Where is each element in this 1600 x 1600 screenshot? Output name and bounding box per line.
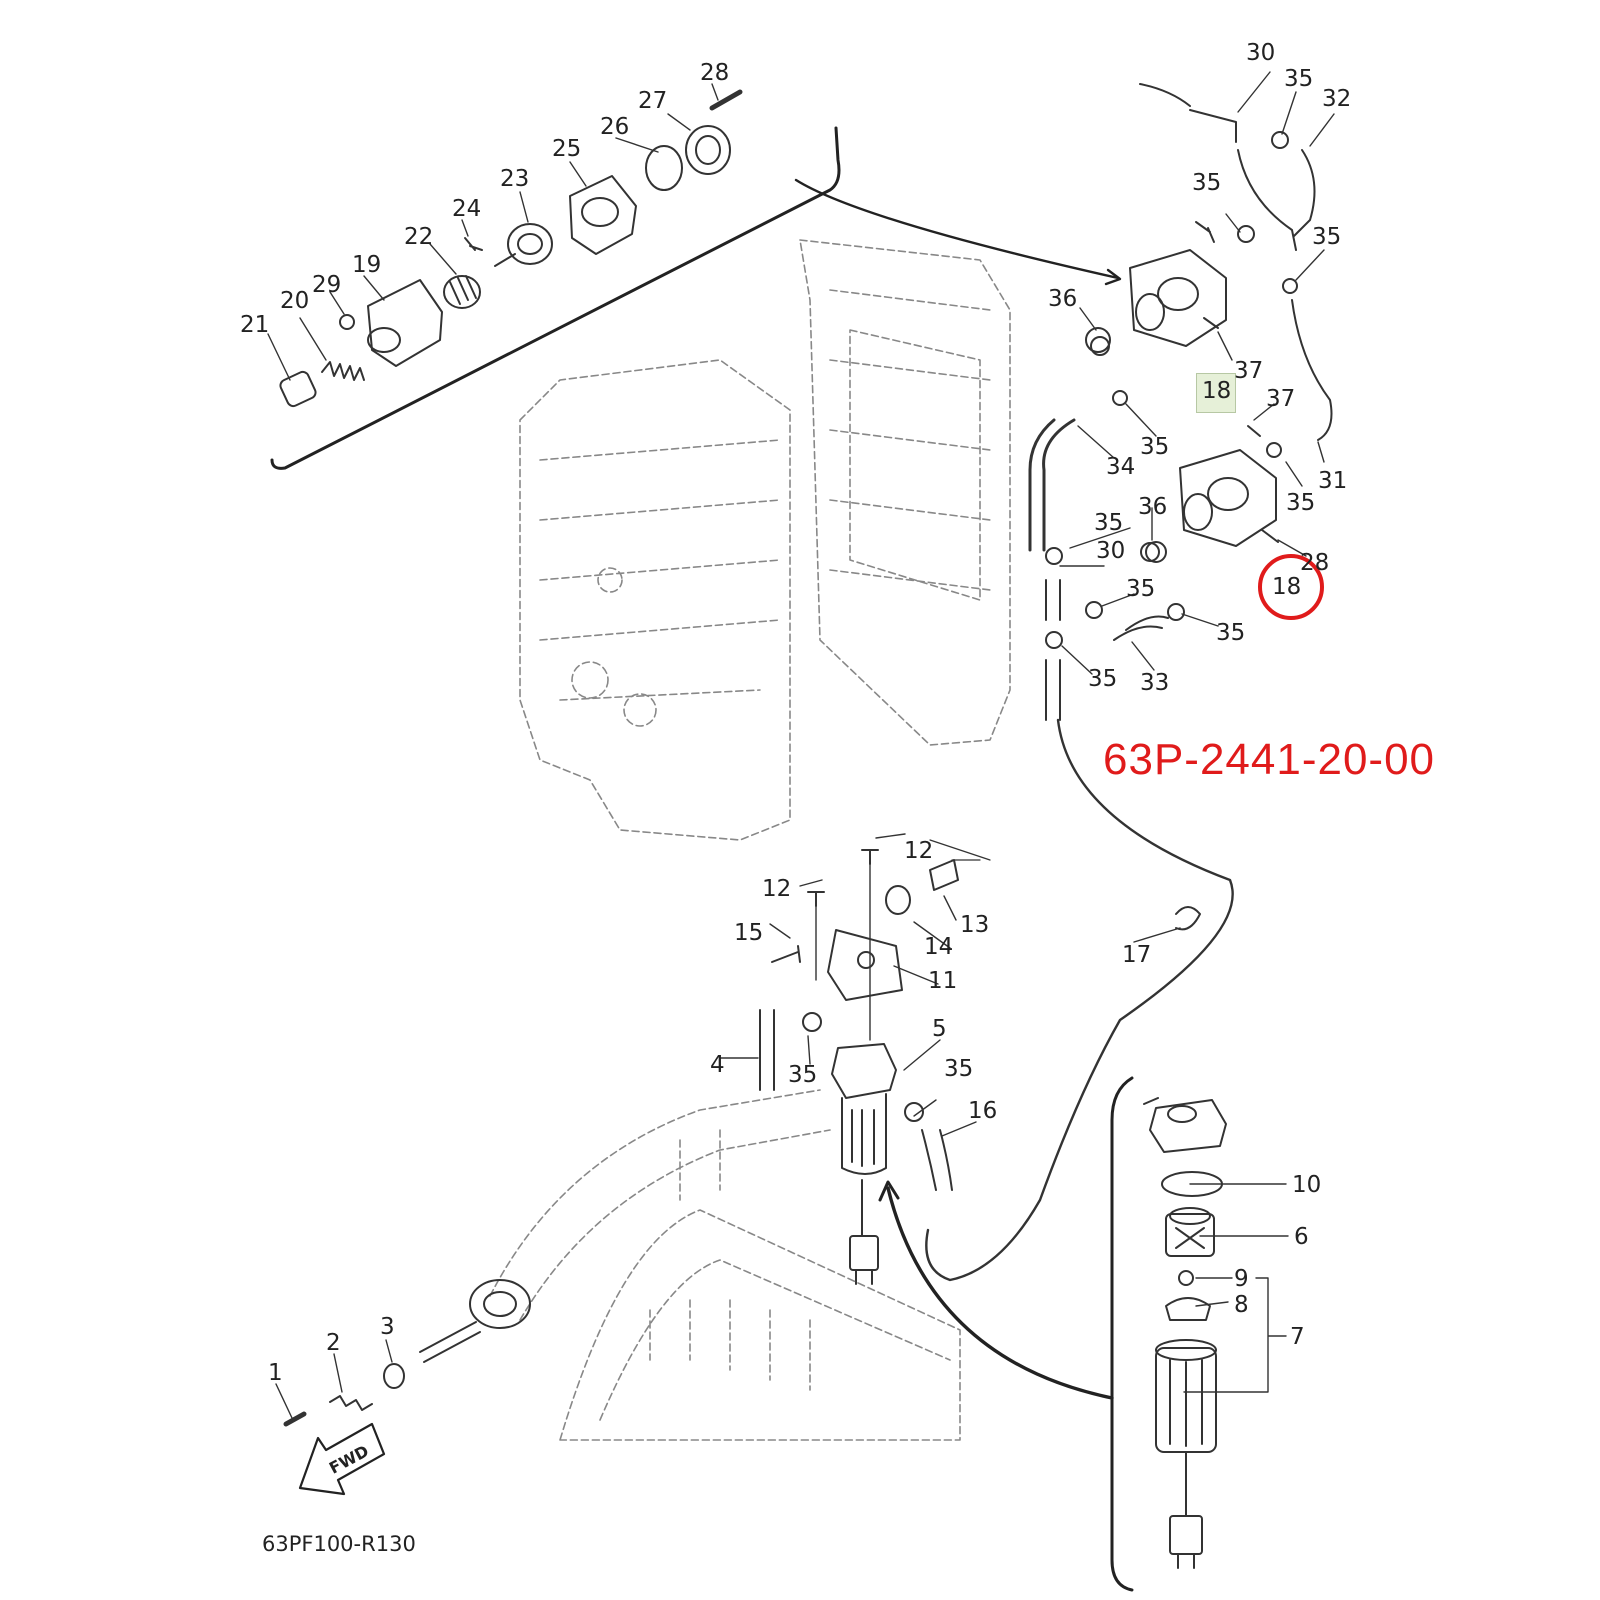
inset-leader-lines (267, 83, 719, 381)
callout-32: 32 (1322, 86, 1352, 112)
detail-pointer-line (886, 1186, 1114, 1400)
callout-16: 16 (968, 1098, 998, 1124)
callout-35: 35 (1140, 434, 1170, 460)
callout-21: 21 (240, 312, 270, 338)
callout-17: 17 (1122, 942, 1152, 968)
callout-26: 26 (600, 114, 630, 140)
filter-mount-parts (771, 839, 991, 1041)
callout-35: 35 (788, 1062, 818, 1088)
leader-lines-bottom-left (275, 1339, 393, 1419)
callout-35: 35 (1284, 66, 1314, 92)
fuel-filter-assembly (831, 1043, 897, 1285)
callout-18-shaded: 18 (1202, 378, 1232, 404)
callout-35: 35 (1216, 620, 1246, 646)
highlight-circle (1258, 554, 1324, 620)
hose-clamps (802, 131, 1298, 1122)
callout-30: 30 (1096, 538, 1126, 564)
callout-14: 14 (924, 934, 954, 960)
fuel-pump-upper (1085, 221, 1227, 353)
callout-24: 24 (452, 196, 482, 222)
callout-6: 6 (1294, 1224, 1309, 1250)
callout-28: 28 (700, 60, 730, 86)
o-rings-36 (1090, 336, 1160, 562)
callout-3: 3 (380, 1314, 395, 1340)
diagram-code-label: 63PF100-R130 (262, 1532, 416, 1556)
callout-34: 34 (1106, 454, 1136, 480)
fwd-arrow-icon (298, 1422, 386, 1496)
callout-1: 1 (268, 1360, 283, 1386)
lower-casing-ghost (489, 1089, 961, 1441)
callout-19: 19 (352, 252, 382, 278)
callout-35: 35 (944, 1056, 974, 1082)
callout-18-circled: 18 (1272, 574, 1302, 600)
filter-detail-panel-frame (1110, 1076, 1134, 1592)
callout-23: 23 (500, 166, 530, 192)
callout-28-partial: 28 (1300, 550, 1330, 576)
fuel-pump-lower (1145, 425, 1279, 563)
callout-37: 37 (1266, 386, 1296, 412)
callout-35: 35 (1192, 170, 1222, 196)
callout-30: 30 (1246, 40, 1276, 66)
callout-12: 12 (904, 838, 934, 864)
callout-31: 31 (1318, 468, 1348, 494)
callout-35: 35 (1126, 576, 1156, 602)
propeller-shaft-hub (419, 1279, 531, 1363)
callout-35: 35 (1088, 666, 1118, 692)
callout-4: 4 (710, 1052, 725, 1078)
callout-33: 33 (1140, 670, 1170, 696)
part-number-label: 63P-2441-20-00 (1103, 735, 1436, 784)
callout-7: 7 (1290, 1324, 1305, 1350)
main-leader-lines (719, 71, 1335, 1393)
callout-8: 8 (1234, 1292, 1249, 1318)
inset-parts (279, 89, 743, 408)
callout-35: 35 (1312, 224, 1342, 250)
callout-10: 10 (1292, 1172, 1322, 1198)
callout-27: 27 (638, 88, 668, 114)
callout-22: 22 (404, 224, 434, 250)
callout-36: 36 (1048, 286, 1078, 312)
engine-block-ghost (519, 239, 1011, 841)
callout-36: 36 (1138, 494, 1168, 520)
callout-35: 35 (1286, 490, 1316, 516)
callout-35: 35 (1094, 510, 1124, 536)
shaded-highlight-box (1196, 373, 1236, 413)
inset-panel-frame (270, 126, 841, 470)
drain-screw-parts (283, 1363, 405, 1427)
callout-9: 9 (1234, 1266, 1249, 1292)
callout-13: 13 (960, 912, 990, 938)
callout-5: 5 (932, 1016, 947, 1042)
callout-11: 11 (928, 968, 958, 994)
callout-29: 29 (312, 272, 342, 298)
callout-37: 37 (1234, 358, 1264, 384)
fuel-hoses (759, 83, 1333, 1282)
callout-15: 15 (734, 920, 764, 946)
filter-detail-parts (1143, 1097, 1227, 1569)
callout-2: 2 (326, 1330, 341, 1356)
callout-25: 25 (552, 136, 582, 162)
callout-12: 12 (762, 876, 792, 902)
callout-20: 20 (280, 288, 310, 314)
